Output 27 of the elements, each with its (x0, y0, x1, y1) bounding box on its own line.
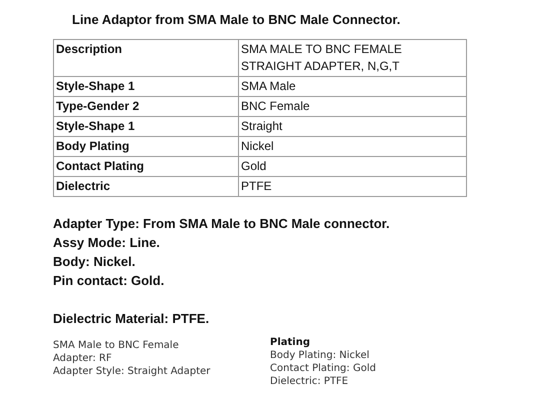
page-title: Line Adaptor from SMA Male to BNC Male Connector. (72, 12, 400, 27)
row-header: Style-Shape 1 (54, 76, 238, 96)
spec-line: Body Plating: Nickel (270, 349, 370, 362)
table-cell: Gold (238, 156, 466, 176)
spec-note: Body: Nickel. (53, 253, 136, 271)
spec-note: Dielectric Material: PTFE. (53, 310, 210, 328)
spec-note: Pin contact: Gold. (53, 272, 166, 290)
row-header: Type-Gender 2 (54, 96, 238, 116)
table-cell: PTFE (238, 176, 466, 196)
spec-line: Adapter Style: Straight Adapter (53, 365, 210, 378)
table-cell: Straight (238, 116, 466, 136)
spec-note: Assy Mode: Line. (53, 234, 161, 252)
spec-line: SMA Male to BNC Female (53, 339, 180, 352)
spec-note: Adapter Type: From SMA Male to BNC Male connector. (53, 215, 390, 233)
row-header: Body Plating (54, 136, 238, 156)
table-cell: SMA MALE TO BNC FEMALE STRAIGHT ADAPTER, N,G,T (238, 40, 466, 76)
table-cell: SMA Male (238, 76, 466, 96)
row-header: Dielectric (54, 176, 238, 196)
table-cell: BNC Female (238, 96, 466, 116)
spec-line: Adapter: RF (53, 352, 113, 365)
row-header: Style-Shape 1 (54, 116, 238, 136)
row-header: Contact Plating (54, 156, 238, 176)
spec-line: Dielectric: PTFE (270, 375, 350, 388)
spec-line: Contact Plating: Gold (270, 362, 376, 375)
row-header: Description (54, 40, 238, 76)
section-heading: Plating (270, 336, 311, 349)
table-cell: Nickel (238, 136, 466, 156)
